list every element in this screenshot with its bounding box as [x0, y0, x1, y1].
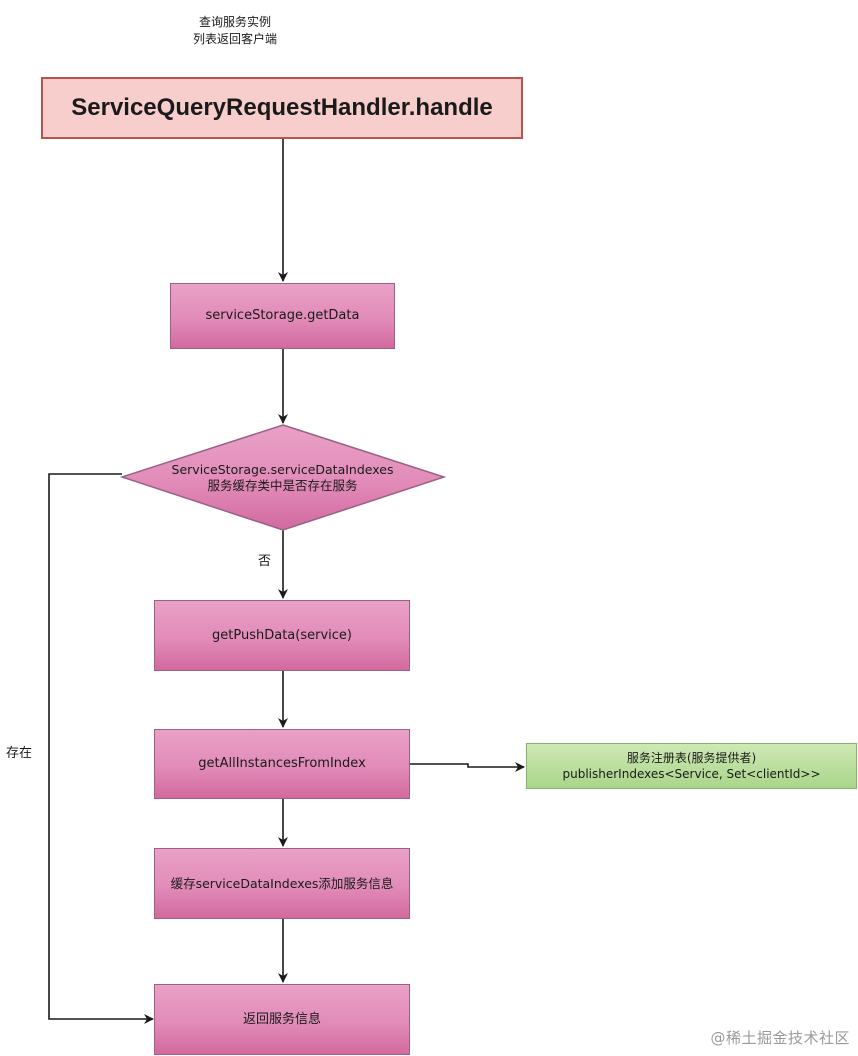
edge-allinstances-to-registry: [410, 762, 525, 772]
get-all-instances-node: getAllInstancesFromIndex: [154, 729, 410, 799]
get-data-label: serviceStorage.getData: [205, 308, 360, 323]
handler-node: ServiceQueryRequestHandler.handle: [41, 77, 523, 139]
return-info-node: 返回服务信息: [154, 984, 410, 1055]
registry-line1: 服务注册表(服务提供者): [626, 751, 757, 765]
decision-text: ServiceStorage.serviceDataIndexes 服务缓存类中…: [135, 462, 430, 494]
flow-note-line2: 列表返回客户端: [192, 32, 277, 46]
handler-label: ServiceQueryRequestHandler.handle: [71, 94, 493, 121]
watermark: @稀土掘金技术社区: [710, 1029, 850, 1047]
decision-node: [120, 424, 446, 531]
cache-add-label: 缓存serviceDataIndexes添加服务信息: [170, 875, 394, 891]
registry-line2: publisherIndexes<Service, Set<clientId>>: [562, 767, 821, 781]
edge-label-no: 否: [258, 554, 272, 569]
flow-note-line1: 查询服务实例: [198, 15, 271, 29]
registry-node: 服务注册表(服务提供者) publisherIndexes<Service, S…: [526, 743, 857, 789]
edge-decision-exists-to-return: [48, 473, 154, 1024]
decision-line2: 服务缓存类中是否存在服务: [207, 478, 358, 493]
flow-note: 查询服务实例 列表返回客户端: [150, 14, 320, 48]
get-push-data-label: getPushData(service): [212, 627, 352, 643]
edge-label-exists: 存在: [6, 746, 33, 761]
get-all-instances-label: getAllInstancesFromIndex: [198, 756, 366, 771]
cache-add-node: 缓存serviceDataIndexes添加服务信息: [154, 848, 410, 919]
decision-line1: ServiceStorage.serviceDataIndexes: [171, 462, 394, 477]
return-info-label: 返回服务信息: [242, 1011, 321, 1027]
get-data-node: serviceStorage.getData: [170, 283, 395, 349]
get-push-data-node: getPushData(service): [154, 600, 410, 671]
